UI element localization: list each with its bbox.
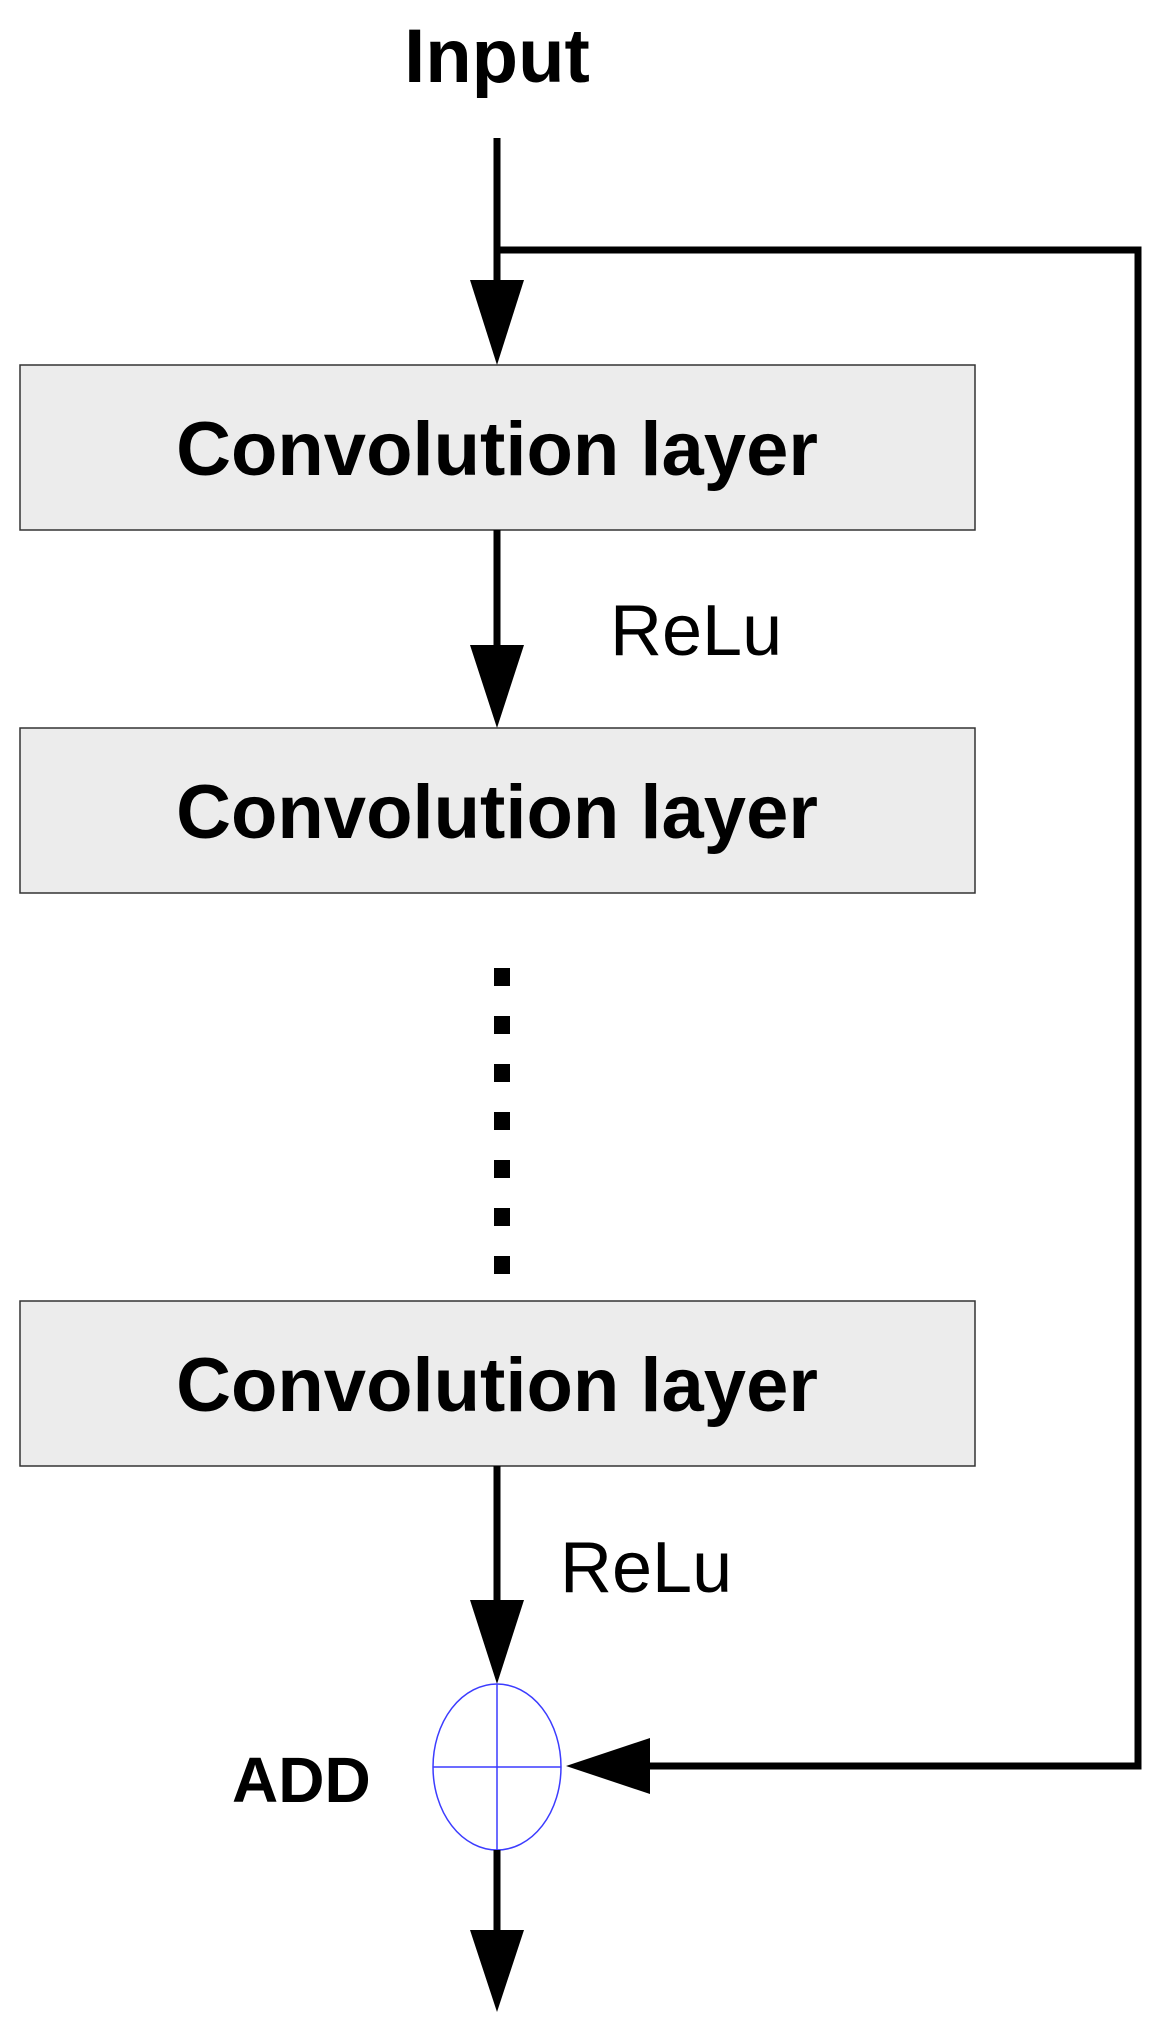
ellipsis-dot xyxy=(494,1016,510,1034)
add-node xyxy=(432,1683,562,1851)
ellipsis-dot xyxy=(494,1064,510,1082)
conv-block-1: Convolution layer xyxy=(19,364,976,531)
conv-block-3: Convolution layer xyxy=(19,1300,976,1467)
skip-connection-line xyxy=(497,246,1142,1770)
skip-arrowhead xyxy=(566,1738,650,1794)
relu-label-2: ReLu xyxy=(560,1528,732,1608)
ellipsis-dot xyxy=(494,1112,510,1130)
input-label: Input xyxy=(404,14,590,99)
add-label: ADD xyxy=(232,1744,371,1816)
conv-block-1-label: Convolution layer xyxy=(176,407,818,492)
output-arrowhead xyxy=(470,1930,524,2012)
connector-3-add-arrowhead xyxy=(470,1600,524,1684)
ellipsis-dot xyxy=(494,968,510,986)
ellipsis-dot xyxy=(494,1208,510,1226)
conv-block-2-rect xyxy=(19,727,976,894)
conv-block-3-rect xyxy=(19,1300,976,1467)
connector-1-2-arrowhead xyxy=(470,645,524,728)
input-arrowhead xyxy=(470,280,524,365)
conv-block-1-rect xyxy=(19,364,976,531)
conv-block-2: Convolution layer xyxy=(19,727,976,894)
ellipsis-dot xyxy=(494,1160,510,1178)
conv-block-3-label: Convolution layer xyxy=(176,1343,818,1428)
ellipsis-dot xyxy=(494,1256,510,1274)
conv-block-2-label: Convolution layer xyxy=(176,770,818,855)
ellipsis-dots xyxy=(494,968,510,1274)
relu-label-1: ReLu xyxy=(610,591,782,671)
